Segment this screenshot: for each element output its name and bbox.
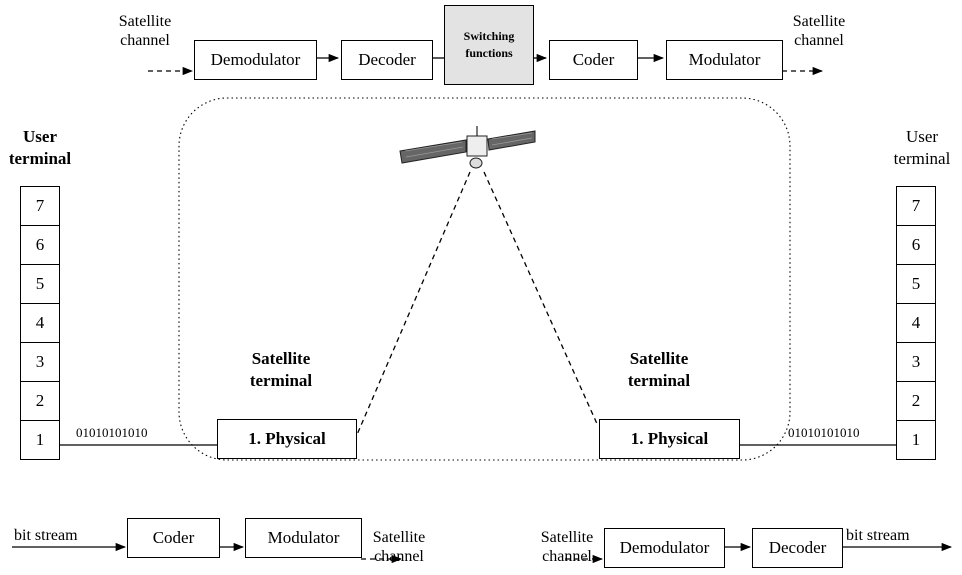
bottom-demodulator-block: Demodulator [604,528,725,568]
right-physical-layer-block: 1. Physical [599,419,740,459]
right-protocol-stack: 7 6 5 4 3 2 1 [896,186,936,460]
right-layer-6: 6 [896,225,936,265]
right-satellite-terminal-title: Satellite terminal [627,349,691,390]
top-coder-block: Coder [549,40,638,80]
bottom-chain-connectors [12,542,953,564]
left-layer-3: 3 [20,342,60,382]
bottom-tx-input-label: bit stream [14,527,78,544]
satellite-icon [399,126,536,169]
left-layer-2: 2 [20,381,60,421]
top-input-label: Satellite channel [118,13,172,49]
switching-functions-block: Switching functions [444,5,534,85]
right-layer-7: 7 [896,186,936,226]
top-output-label: Satellite channel [792,13,846,49]
bottom-rx-input-label: Satellite channel [540,529,594,565]
bottom-tx-output-label: Satellite channel [372,529,426,565]
left-layer-4: 4 [20,303,60,343]
satellite-beams [355,171,599,438]
top-demodulator-block: Demodulator [194,40,317,80]
bottom-rx-output-label: bit stream [846,527,910,544]
left-protocol-stack: 7 6 5 4 3 2 1 [20,186,60,460]
left-satellite-terminal-title: Satellite terminal [249,349,313,390]
right-layer-2: 2 [896,381,936,421]
right-bits-label: 01010101010 [788,425,860,440]
bottom-modulator-block: Modulator [245,518,362,558]
bottom-coder-block: Coder [127,518,220,558]
left-layer-7: 7 [20,186,60,226]
right-layer-1: 1 [896,420,936,460]
right-layer-3: 3 [896,342,936,382]
left-layer-5: 5 [20,264,60,304]
left-layer-1: 1 [20,420,60,460]
left-user-terminal-title: User terminal [8,127,72,168]
right-layer-5: 5 [896,264,936,304]
left-bits-label: 01010101010 [76,425,148,440]
top-chain-connectors [148,53,824,76]
left-physical-layer-block: 1. Physical [217,419,357,459]
top-modulator-block: Modulator [666,40,783,80]
bottom-decoder-block: Decoder [752,528,843,568]
left-layer-6: 6 [20,225,60,265]
satellite-link-region [178,97,791,461]
right-user-terminal-title: User terminal [893,127,951,168]
right-layer-4: 4 [896,303,936,343]
top-decoder-block: Decoder [341,40,433,80]
